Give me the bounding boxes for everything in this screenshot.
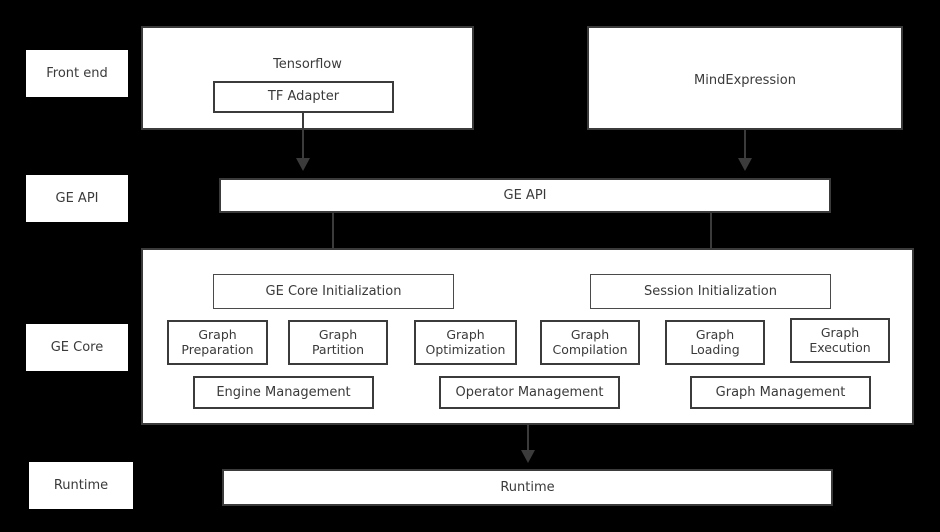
session-initialization-box[interactable]: Session Initialization: [590, 274, 831, 309]
layer-label-runtime-text: Runtime: [53, 477, 109, 493]
arrowhead-mindexpression-to-ge-api: [738, 158, 752, 171]
ge-core-initialization-label: GE Core Initialization: [265, 283, 402, 299]
tensorflow-title: Tensorflow: [273, 57, 342, 72]
graph-optimization-label: Graph Optimization: [425, 326, 506, 357]
layer-label-runtime: Runtime: [29, 462, 133, 509]
tensorflow-container[interactable]: Tensorflow: [141, 26, 474, 130]
graph-execution-box[interactable]: Graph Execution: [790, 318, 890, 363]
layer-label-ge-core-text: GE Core: [50, 339, 104, 355]
ge-api-bar-label: GE API: [503, 187, 547, 203]
layer-label-ge-api: GE API: [26, 175, 128, 222]
tf-adapter-box[interactable]: TF Adapter: [213, 81, 394, 113]
graph-execution-label: Graph Execution: [809, 324, 871, 355]
arrowhead-tf-adapter-to-ge-api: [296, 158, 310, 171]
graph-partition-box[interactable]: Graph Partition: [288, 320, 388, 365]
engine-management-box[interactable]: Engine Management: [193, 376, 374, 409]
graph-optimization-box[interactable]: Graph Optimization: [414, 320, 517, 365]
ge-core-initialization-box[interactable]: GE Core Initialization: [213, 274, 454, 309]
layer-label-ge-core: GE Core: [26, 324, 128, 371]
graph-partition-label: Graph Partition: [311, 326, 365, 357]
arrowhead-ge-core-to-runtime: [521, 450, 535, 463]
connector-ge-core-to-runtime: [527, 425, 529, 453]
connector-ge-api-to-ge-core-init: [332, 213, 334, 261]
runtime-bar[interactable]: Runtime: [222, 469, 833, 506]
graph-compilation-label: Graph Compilation: [552, 326, 628, 357]
mindexpression-container[interactable]: MindExpression: [587, 26, 903, 130]
connector-tf-adapter-to-ge-api: [302, 113, 304, 161]
operator-management-box[interactable]: Operator Management: [439, 376, 620, 409]
ge-api-bar[interactable]: GE API: [219, 178, 831, 213]
connector-mindexpression-to-ge-api: [744, 130, 746, 161]
graph-preparation-box[interactable]: Graph Preparation: [167, 320, 268, 365]
engine-management-label: Engine Management: [216, 384, 351, 400]
operator-management-label: Operator Management: [455, 384, 604, 400]
layer-label-front-end: Front end: [26, 50, 128, 97]
graph-loading-label: Graph Loading: [690, 326, 740, 357]
graph-preparation-label: Graph Preparation: [181, 326, 254, 357]
session-initialization-label: Session Initialization: [643, 283, 777, 299]
graph-compilation-box[interactable]: Graph Compilation: [540, 320, 640, 365]
layer-label-ge-api-text: GE API: [55, 190, 99, 206]
tf-adapter-label: TF Adapter: [267, 89, 340, 105]
connector-ge-api-to-session-init: [710, 213, 712, 261]
graph-management-label: Graph Management: [715, 384, 846, 400]
runtime-bar-label: Runtime: [500, 479, 555, 495]
mindexpression-title: MindExpression: [694, 73, 796, 88]
layer-label-front-end-text: Front end: [46, 65, 108, 81]
graph-management-box[interactable]: Graph Management: [690, 376, 871, 409]
graph-loading-box[interactable]: Graph Loading: [665, 320, 765, 365]
